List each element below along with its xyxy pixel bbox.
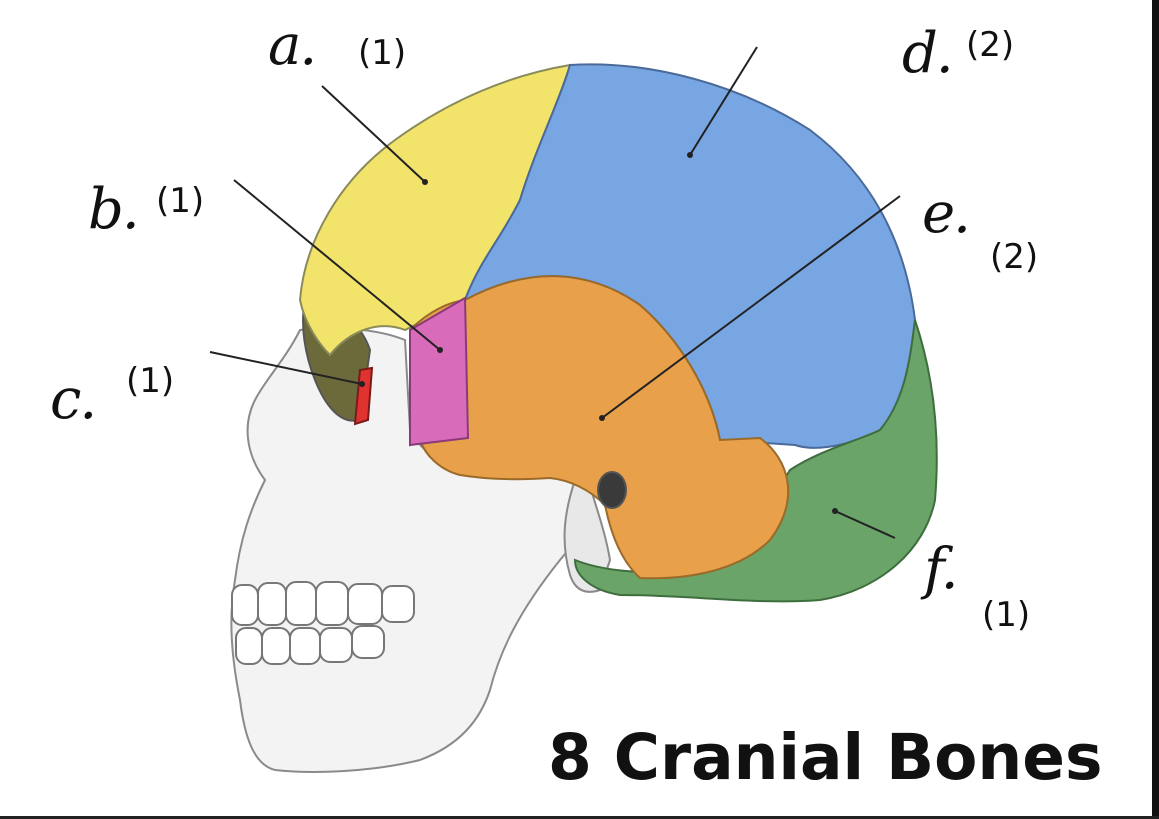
bone-temporal	[409, 275, 790, 580]
bone-occipital	[573, 319, 938, 603]
ear-canal	[597, 471, 627, 509]
bone-parietal	[463, 63, 917, 449]
bottom-border	[0, 816, 1159, 819]
label-e-letter: e.	[922, 181, 971, 246]
teeth	[231, 581, 415, 665]
label-c-letter: c.	[50, 367, 97, 432]
label-a-letter: a.	[268, 13, 317, 78]
label-f-count: (1)	[982, 595, 1031, 635]
leader-line-f	[834, 510, 896, 539]
label-b-count: (1)	[156, 181, 205, 221]
leader-line-e	[601, 195, 901, 419]
leader-line-c	[209, 351, 363, 385]
diagram-title: 8 Cranial Bones	[548, 721, 1103, 794]
bone-ethmoid	[353, 366, 374, 426]
right-border	[1152, 0, 1159, 819]
label-f-letter: f.	[924, 537, 959, 602]
bone-sphenoid	[409, 296, 470, 447]
leader-line-d	[689, 46, 758, 156]
leader-line-a	[321, 85, 426, 183]
label-c-count: (1)	[126, 361, 175, 401]
label-d-count: (2)	[966, 25, 1015, 65]
label-e-count: (2)	[990, 237, 1039, 277]
label-a-count: (1)	[358, 33, 407, 73]
label-d-letter: d.	[902, 21, 954, 86]
leader-line-b	[233, 179, 441, 351]
leader-lines	[209, 46, 901, 539]
label-b-letter: b.	[88, 177, 140, 242]
